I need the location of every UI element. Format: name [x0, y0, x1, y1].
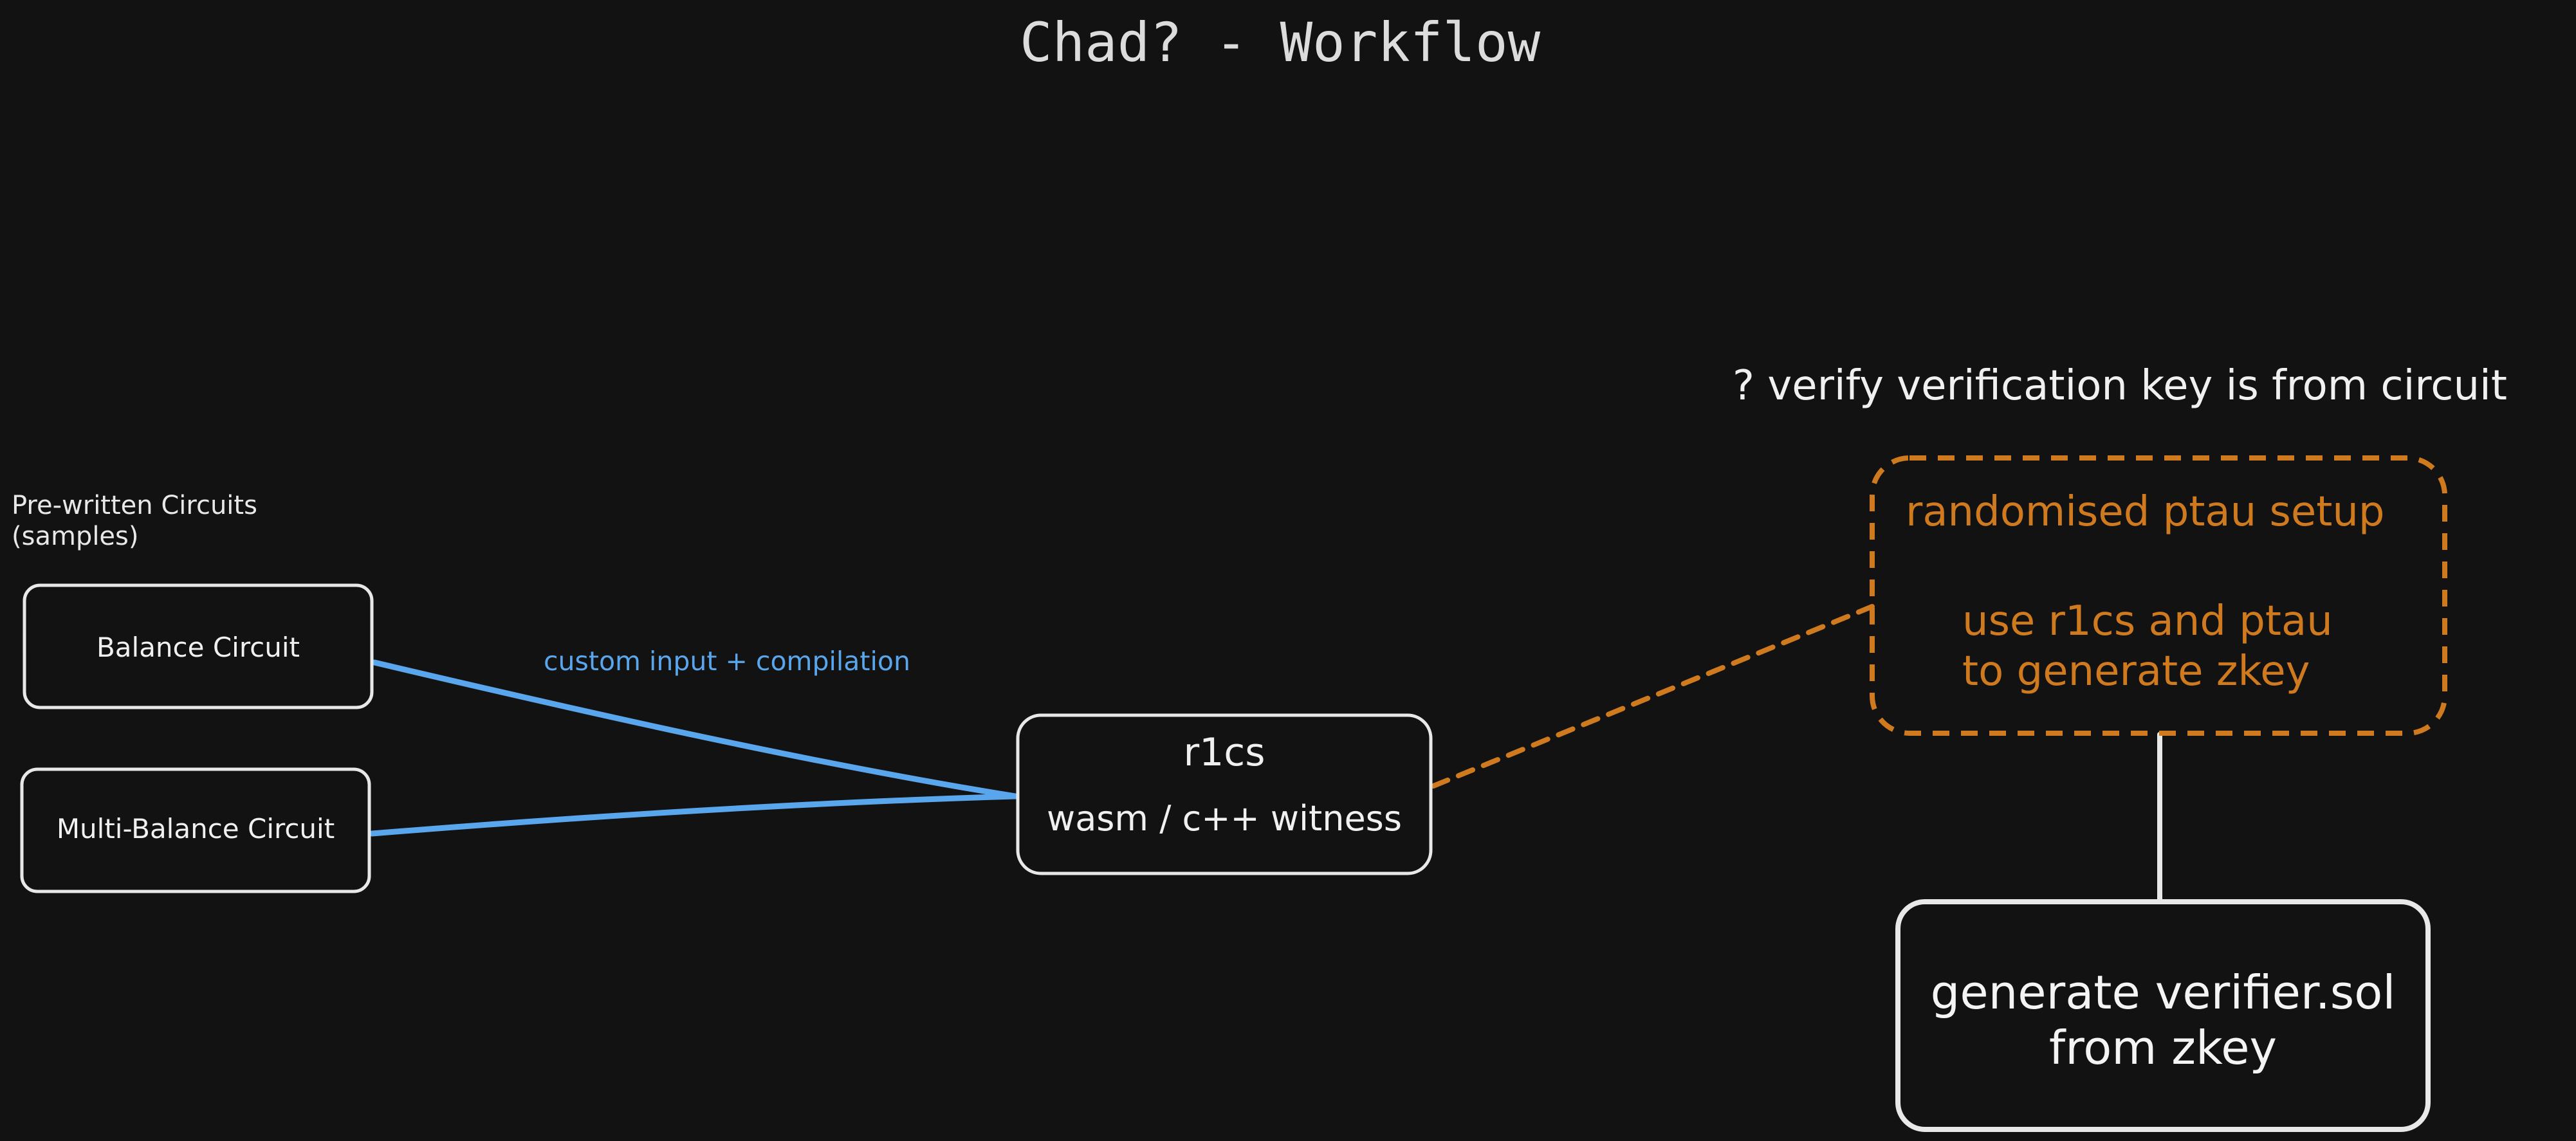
r1cs-subtitle: wasm / c++ witness	[1047, 798, 1402, 839]
multi-balance-circuit-label: Multi-Balance Circuit	[56, 813, 335, 844]
box-generate-verifier[interactable]	[1895, 899, 2431, 1132]
side-label-line-1: Pre-written Circuits	[12, 491, 257, 520]
balance-circuit-label: Balance Circuit	[96, 632, 300, 663]
ptau-setup-line-2: use r1cs and ptau	[1962, 598, 2333, 645]
box-ptau-setup[interactable]	[1870, 455, 2447, 736]
verify-verification-key-note: ? verify verification key is from circui…	[1733, 362, 2507, 410]
r1cs-title: r1cs	[1183, 730, 1265, 775]
box-balance-circuit[interactable]	[23, 583, 374, 709]
page-title: Chad? - Workflow	[1020, 11, 1541, 74]
side-label-line-2: (samples)	[12, 522, 139, 551]
verifier-label-line-1: generate verifier.sol	[1930, 965, 2396, 1019]
verifier-label-line-2: from zkey	[2048, 1021, 2277, 1075]
edge-multi-balance-to-r1cs	[369, 793, 1018, 837]
custom-input-compilation-label: custom input + compilation	[544, 646, 910, 677]
ptau-setup-line-3: to generate zkey	[1962, 648, 2310, 695]
edge-balance-to-r1cs	[371, 659, 1018, 799]
ptau-setup-title: randomised ptau setup	[1906, 488, 2385, 536]
box-multi-balance-circuit[interactable]	[20, 767, 371, 893]
box-r1cs[interactable]	[1016, 713, 1433, 875]
generate-verifier-label: generate verifier.sol from zkey	[1898, 965, 2428, 1076]
prewritten-circuits-label: Pre-written Circuits (samples)	[12, 490, 257, 552]
edge-r1cs-to-ptau	[1431, 604, 1875, 789]
